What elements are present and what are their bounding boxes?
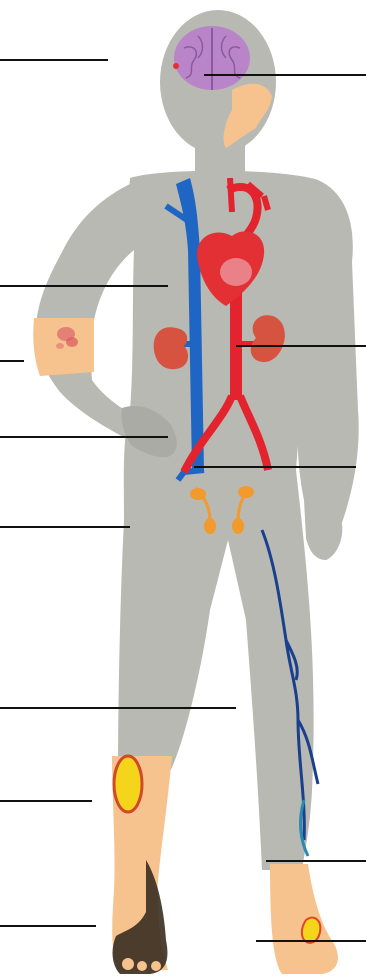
right-foot [270,864,338,974]
toe [151,961,161,971]
foot-ulcer [302,918,320,943]
left-upper-arm [36,182,134,332]
heart-highlight [220,258,252,286]
toe [122,958,134,970]
toe [137,961,147,971]
shin-lesion [114,756,142,812]
brain-lesion [173,63,179,69]
